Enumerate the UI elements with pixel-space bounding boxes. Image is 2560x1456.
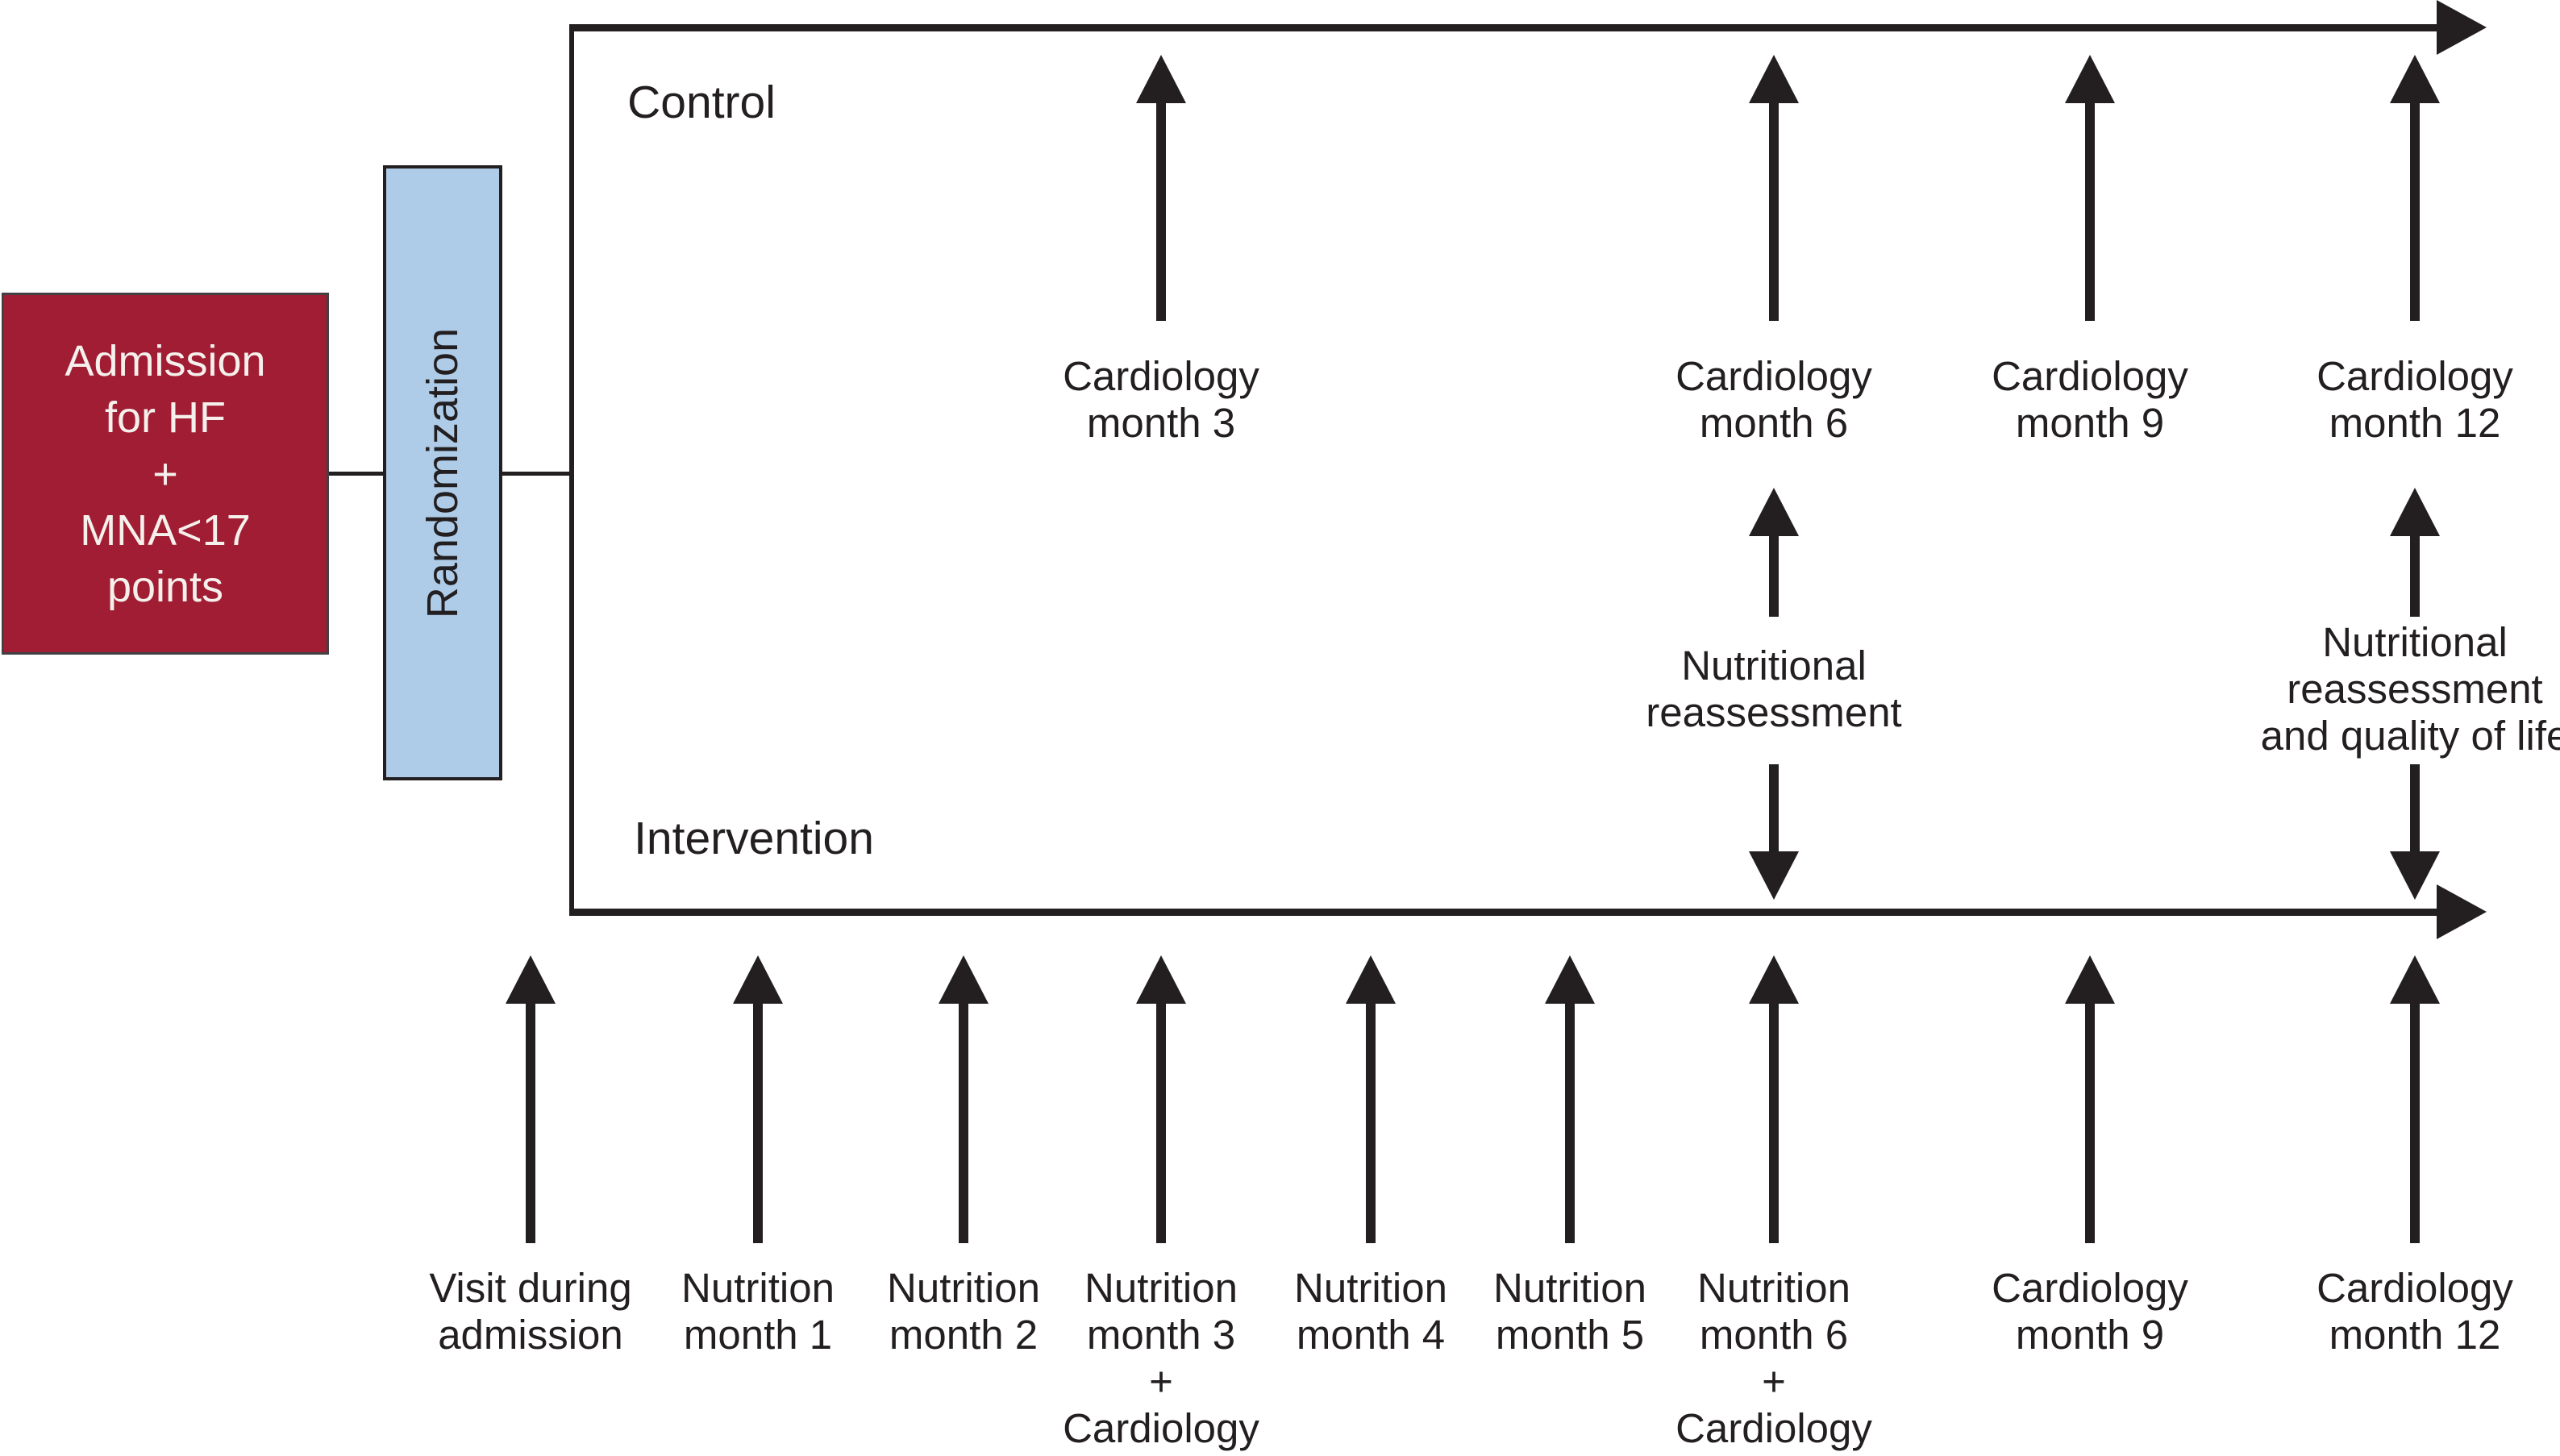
label-line: admission — [438, 1312, 623, 1358]
label-line: month 12 — [2329, 1312, 2501, 1358]
arrow-shaft — [2410, 764, 2420, 851]
arrow-shaft — [753, 1004, 763, 1243]
label-line: Nutrition — [887, 1265, 1040, 1311]
arrow-shaft — [2085, 103, 2095, 321]
arrow-shaft — [1366, 1004, 1376, 1243]
label-line: Nutrition — [1294, 1265, 1447, 1311]
arrow-shaft — [2410, 103, 2420, 321]
arrow-shaft — [1769, 764, 1779, 851]
label-line: month 9 — [2015, 1312, 2165, 1358]
label-line: Visit during — [429, 1265, 632, 1311]
up-arrowhead-icon — [1749, 955, 1799, 1004]
label-line: Cardiology — [1675, 353, 1872, 399]
up-arrowhead-icon — [2065, 955, 2115, 1004]
down-arrowhead-icon — [2390, 851, 2440, 900]
label-line: Cardiology — [1063, 353, 1259, 399]
label-line: Nutrition — [681, 1265, 835, 1311]
down-arrowhead-icon — [1749, 851, 1799, 900]
up-arrowhead-icon — [939, 955, 989, 1004]
label-line: Nutritional — [2322, 619, 2508, 665]
label-line: Cardiology — [1992, 1265, 2188, 1311]
up-arrowhead-icon — [2390, 955, 2440, 1004]
label-line: reassessment — [1646, 689, 1902, 735]
up-arrowhead-icon — [1136, 955, 1186, 1004]
control-timeline-arrowhead-icon — [2437, 0, 2487, 55]
arrow-shaft — [2085, 1004, 2095, 1243]
up-arrowhead-icon — [2390, 55, 2440, 103]
label-line: Nutrition — [1697, 1265, 1850, 1311]
label-line: month 3 — [1086, 400, 1236, 446]
admission-box: Admission for HF + MNA<17 points — [2, 293, 329, 655]
label-line: Nutrition — [1084, 1265, 1238, 1311]
label-line: Cardiology — [2316, 1265, 2513, 1311]
label-line: Cardiology — [2316, 353, 2513, 399]
arrow-shaft — [959, 1004, 968, 1243]
timeline-left-edge — [569, 25, 574, 916]
up-arrowhead-icon — [1136, 55, 1186, 103]
up-arrowhead-icon — [733, 955, 783, 1004]
label-line: month 4 — [1296, 1312, 1446, 1358]
randomization-box: Randomization — [383, 165, 502, 780]
control-timeline — [569, 24, 2437, 31]
label-line: Nutrition — [1493, 1265, 1646, 1311]
label-line: + — [1149, 1358, 1173, 1404]
label-line: and quality of life — [2260, 713, 2560, 759]
label-line: month 5 — [1495, 1312, 1645, 1358]
label-line: Nutritional — [1681, 643, 1867, 688]
up-arrowhead-icon — [506, 955, 556, 1004]
arrow-shaft — [1769, 536, 1779, 617]
label-line: month 2 — [889, 1312, 1039, 1358]
intervention-timeline-arrowhead-icon — [2437, 884, 2487, 939]
up-arrowhead-icon — [1346, 955, 1396, 1004]
label-line: month 9 — [2015, 400, 2165, 446]
label-line: Cardiology — [1675, 1405, 1872, 1451]
arrow-shaft — [526, 1004, 535, 1243]
up-arrowhead-icon — [1749, 55, 1799, 103]
label-line: month 6 — [1699, 400, 1849, 446]
intervention-timeline — [569, 909, 2437, 916]
admission-box-line: for HF — [104, 393, 226, 442]
admission-box-line: + — [152, 449, 178, 498]
up-arrowhead-icon — [1749, 488, 1799, 536]
up-arrowhead-icon — [2065, 55, 2115, 103]
intervention-arm-label: Intervention — [634, 813, 874, 864]
label-line: + — [1762, 1358, 1786, 1404]
control-arm-label: Control — [627, 77, 776, 128]
label-line: month 1 — [683, 1312, 833, 1358]
arrow-shaft — [2410, 536, 2420, 617]
label-line: reassessment — [2287, 666, 2543, 712]
arrow-shaft — [1769, 1004, 1779, 1243]
label-line: month 6 — [1699, 1312, 1849, 1358]
label-line: month 12 — [2329, 400, 2501, 446]
randomization-label: Randomization — [418, 327, 468, 618]
arrow-shaft — [1156, 103, 1166, 321]
arrow-shaft — [1565, 1004, 1575, 1243]
label-line: Cardiology — [1063, 1405, 1259, 1451]
arrow-shaft — [1156, 1004, 1166, 1243]
label-line: Cardiology — [1992, 353, 2188, 399]
admission-box-line: points — [106, 562, 224, 611]
up-arrowhead-icon — [2390, 488, 2440, 536]
admission-box-line: Admission — [65, 336, 266, 385]
arrow-shaft — [1769, 103, 1779, 321]
label-line: month 3 — [1086, 1312, 1236, 1358]
admission-box-line: MNA<17 — [80, 505, 251, 555]
up-arrowhead-icon — [1545, 955, 1595, 1004]
arrow-shaft — [2410, 1004, 2420, 1243]
